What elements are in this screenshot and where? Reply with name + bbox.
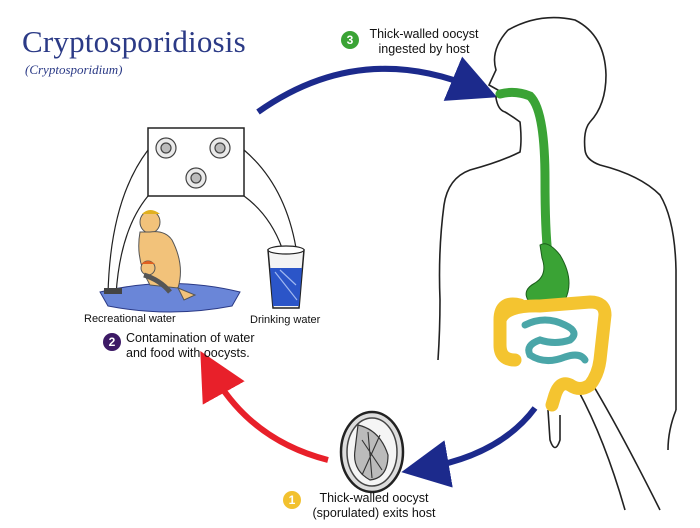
drinking-water-label: Drinking water: [250, 314, 321, 326]
step-1-line1: Thick-walled oocyst: [319, 491, 429, 505]
step-2-badge: 2: [103, 333, 121, 351]
step-3-badge: 3: [341, 31, 359, 49]
step-2-text: Contamination of water and food with ooc…: [126, 331, 255, 361]
step-1-line2: (sporulated) exits host: [312, 506, 436, 520]
step-1-text: Thick-walled oocyst (sporulated) exits h…: [300, 491, 448, 521]
arrow-ingestion: [256, 56, 498, 115]
step-3-text: Thick-walled oocyst ingested by host: [358, 27, 490, 57]
human-body-outline: [437, 16, 677, 511]
step-1-badge: 1: [283, 491, 301, 509]
step-2-line1: Contamination of water: [126, 331, 255, 345]
diagram-subtitle: (Cryptosporidium): [25, 62, 123, 77]
step-3-line2: ingested by host: [378, 42, 470, 56]
esophagus: [495, 87, 553, 260]
drinking-water-glass: [267, 245, 305, 309]
step-2-line2: and food with oocysts.: [126, 346, 250, 360]
oocyst-inset: [107, 127, 297, 296]
diagram-title: Cryptosporidiosis: [22, 24, 246, 59]
arrow-exit: [401, 406, 538, 488]
stomach: [525, 243, 570, 306]
recreational-water-label: Recreational water: [84, 313, 176, 325]
sporulated-oocyst: [339, 410, 405, 494]
step-3-line1: Thick-walled oocyst: [369, 27, 479, 41]
large-intestine: [493, 295, 612, 412]
digestive-tract: [493, 87, 612, 412]
small-intestine: [521, 316, 589, 364]
recreational-water-scene: [99, 210, 241, 313]
arrow-contamination: [200, 351, 329, 463]
